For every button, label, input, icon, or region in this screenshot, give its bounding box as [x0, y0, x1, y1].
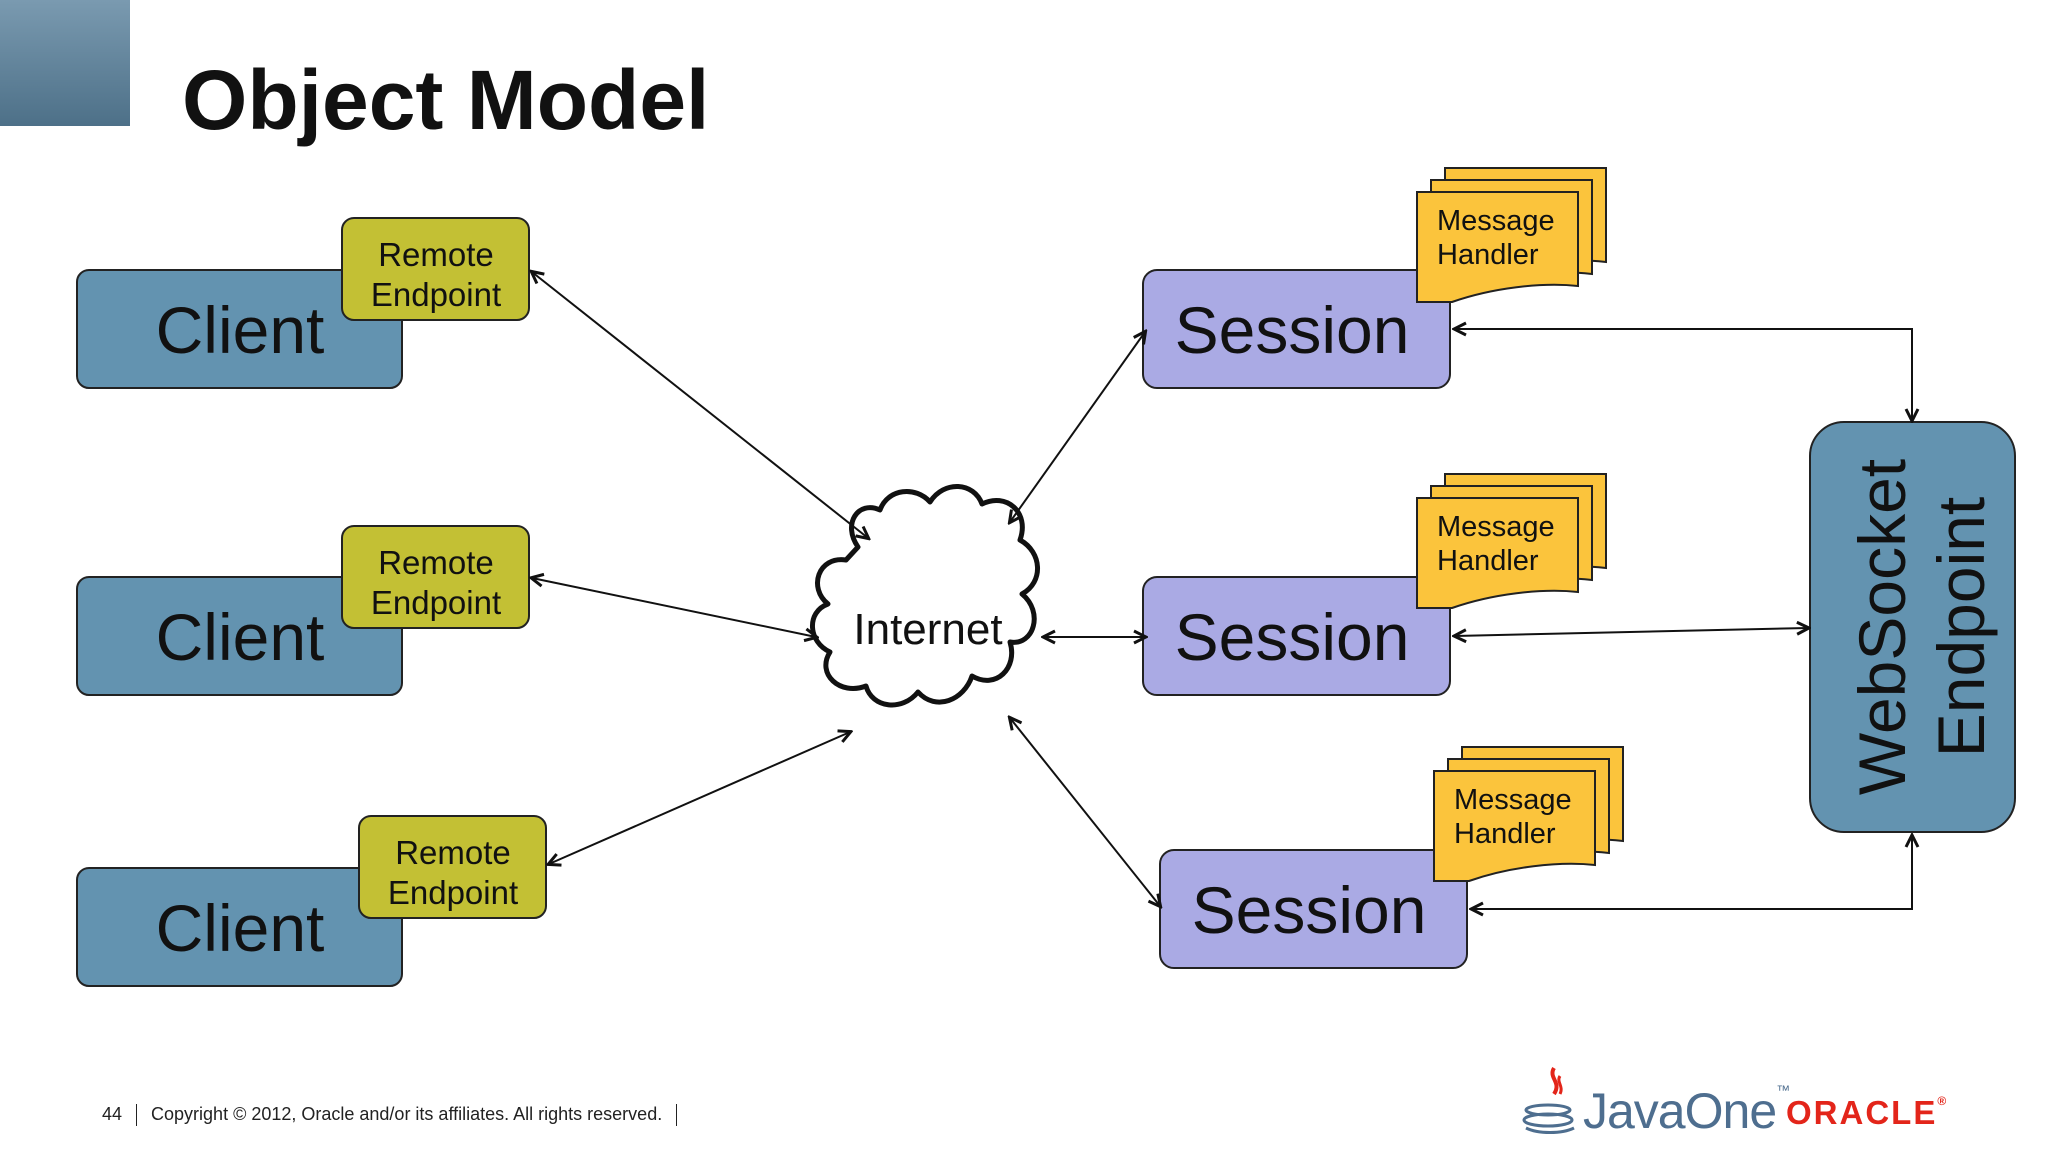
message-handler-box: Message Handler — [1433, 770, 1596, 882]
remote-endpoint-label-line1: Remote — [378, 544, 494, 581]
session-node: Session — [1142, 576, 1451, 696]
footer-divider — [676, 1104, 678, 1127]
javaone-name: JavaOne — [1583, 1083, 1777, 1139]
page-number: 44 — [102, 1104, 123, 1124]
remote-endpoint-label-line1: Remote — [378, 236, 494, 273]
message-handler-label-line1: Message — [1437, 511, 1555, 543]
client-to-internet-arrow — [549, 732, 850, 864]
client-to-internet-arrow — [532, 578, 816, 637]
oracle-registered-mark: ® — [1937, 1094, 1949, 1108]
session-node: Session — [1142, 269, 1451, 389]
corner-accent-block — [0, 0, 130, 126]
message-handler-box: Message Handler — [1416, 191, 1579, 303]
websocket-endpoint-node: WebSocket Endpoint — [1809, 421, 2016, 833]
javaone-logo-icon — [1522, 1066, 1575, 1134]
copyright-text: Copyright © 2012, Oracle and/or its affi… — [151, 1104, 663, 1124]
message-handler-label-line1: Message — [1454, 784, 1572, 816]
slide-title: Object Model — [182, 53, 710, 147]
session-label: Session — [1175, 600, 1410, 674]
remote-endpoint-box: Remote Endpoint — [341, 217, 530, 321]
internet-to-session-arrow — [1010, 332, 1145, 522]
client-node: Client — [76, 269, 403, 389]
session-to-websocket-arrow — [1472, 836, 1912, 909]
message-handler-label-line2: Handler — [1437, 545, 1539, 577]
session-node: Session — [1159, 849, 1468, 969]
oracle-logo: ORACLE® — [1786, 1094, 1948, 1132]
client-to-internet-arrow — [532, 272, 868, 538]
javaone-wordmark: JavaOne™ — [1583, 1082, 1790, 1140]
session-label: Session — [1175, 293, 1410, 367]
slide-footer: 44 Copyright © 2012, Oracle and/or its af… — [102, 1104, 691, 1127]
remote-endpoint-label-line2: Endpoint — [388, 874, 518, 911]
remote-endpoint-label-line2: Endpoint — [371, 276, 501, 313]
message-handler-label-line2: Handler — [1437, 239, 1539, 271]
internet-cloud: Internet — [810, 484, 1040, 708]
oracle-name: ORACLE — [1786, 1094, 1938, 1131]
client-node: Client — [76, 576, 403, 696]
message-handler-label-line1: Message — [1437, 205, 1555, 237]
websocket-endpoint-label-line2: Endpoint — [1924, 497, 1998, 758]
connectors — [532, 272, 1912, 909]
remote-endpoint-box: Remote Endpoint — [358, 815, 547, 919]
client-label: Client — [156, 293, 325, 367]
client-label: Client — [156, 891, 325, 965]
remote-endpoint-box: Remote Endpoint — [341, 525, 530, 629]
remote-endpoint-label-line2: Endpoint — [371, 584, 501, 621]
footer-divider — [136, 1104, 138, 1127]
message-handler-box: Message Handler — [1416, 497, 1579, 609]
session-to-websocket-arrow — [1455, 329, 1912, 420]
client-label: Client — [156, 600, 325, 674]
javaone-trademark: ™ — [1776, 1082, 1790, 1098]
websocket-endpoint-label-line1: WebSocket — [1845, 459, 1919, 795]
session-to-websocket-arrow — [1455, 628, 1808, 636]
client-node: Client — [76, 867, 403, 987]
internet-label: Internet — [853, 605, 1002, 654]
internet-to-session-arrow — [1010, 718, 1160, 906]
session-label: Session — [1192, 873, 1427, 947]
remote-endpoint-label-line1: Remote — [395, 834, 511, 871]
message-handler-label-line2: Handler — [1454, 818, 1556, 850]
